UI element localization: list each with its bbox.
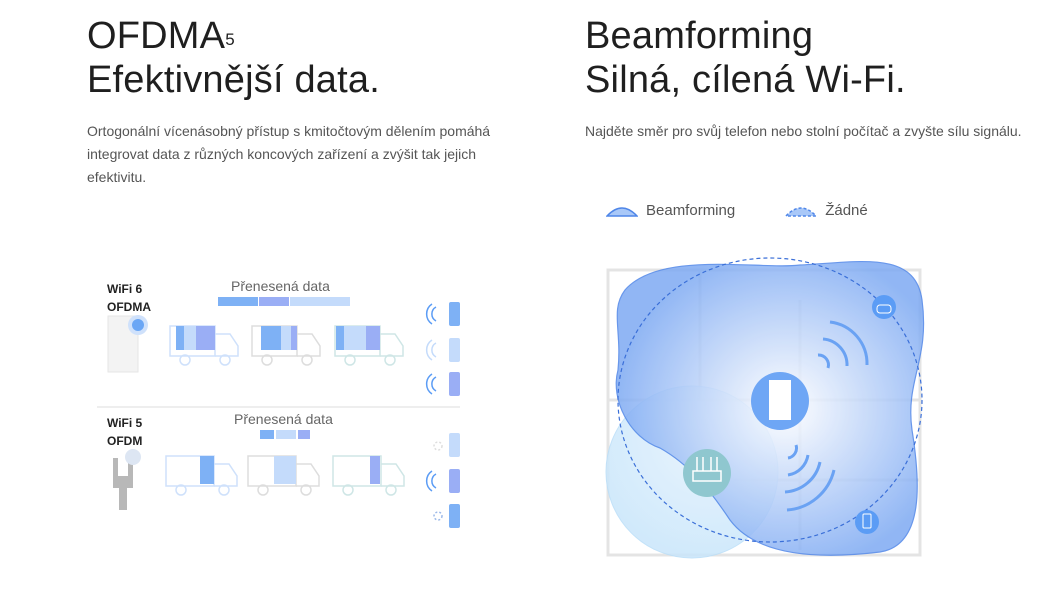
extender-icon — [751, 372, 809, 430]
dashed-dome-icon — [785, 206, 818, 217]
legend-none: Žádné — [785, 202, 868, 219]
phone-icon — [449, 372, 460, 396]
beamforming-description: Najděte směr pro svůj telefon nebo stoln… — [585, 123, 1022, 139]
solid-dome-icon — [606, 206, 638, 217]
router-icon — [683, 449, 731, 497]
truck-icon — [332, 455, 405, 496]
ofdma-description: Ortogonální vícenásobný přístup s kmitoč… — [87, 123, 491, 185]
coverage-legend: Beamforming Žádné — [606, 202, 868, 219]
phone-icon — [449, 469, 460, 493]
gamepad-icon — [872, 295, 896, 319]
wifi5-router-icon — [113, 449, 141, 510]
wifi6-data-label: Přenesená data — [231, 278, 330, 294]
legend-beamforming: Beamforming — [606, 202, 735, 219]
wifi5-data-bar — [260, 430, 310, 439]
phone-icon — [449, 302, 460, 326]
truck-cargo — [176, 326, 380, 484]
wifi6-extender-icon — [107, 315, 148, 373]
signal-icons — [425, 303, 443, 521]
phone-icon — [855, 510, 879, 534]
phones — [449, 302, 460, 528]
phone-icon — [449, 504, 460, 528]
wifi5-data-label: Přenesená data — [234, 411, 333, 427]
phone-icon — [449, 433, 460, 457]
dashed-coverage — [617, 257, 923, 543]
beam-waves — [784, 320, 869, 512]
wifi6-data-bar — [218, 297, 350, 306]
phone-icon — [449, 338, 460, 362]
